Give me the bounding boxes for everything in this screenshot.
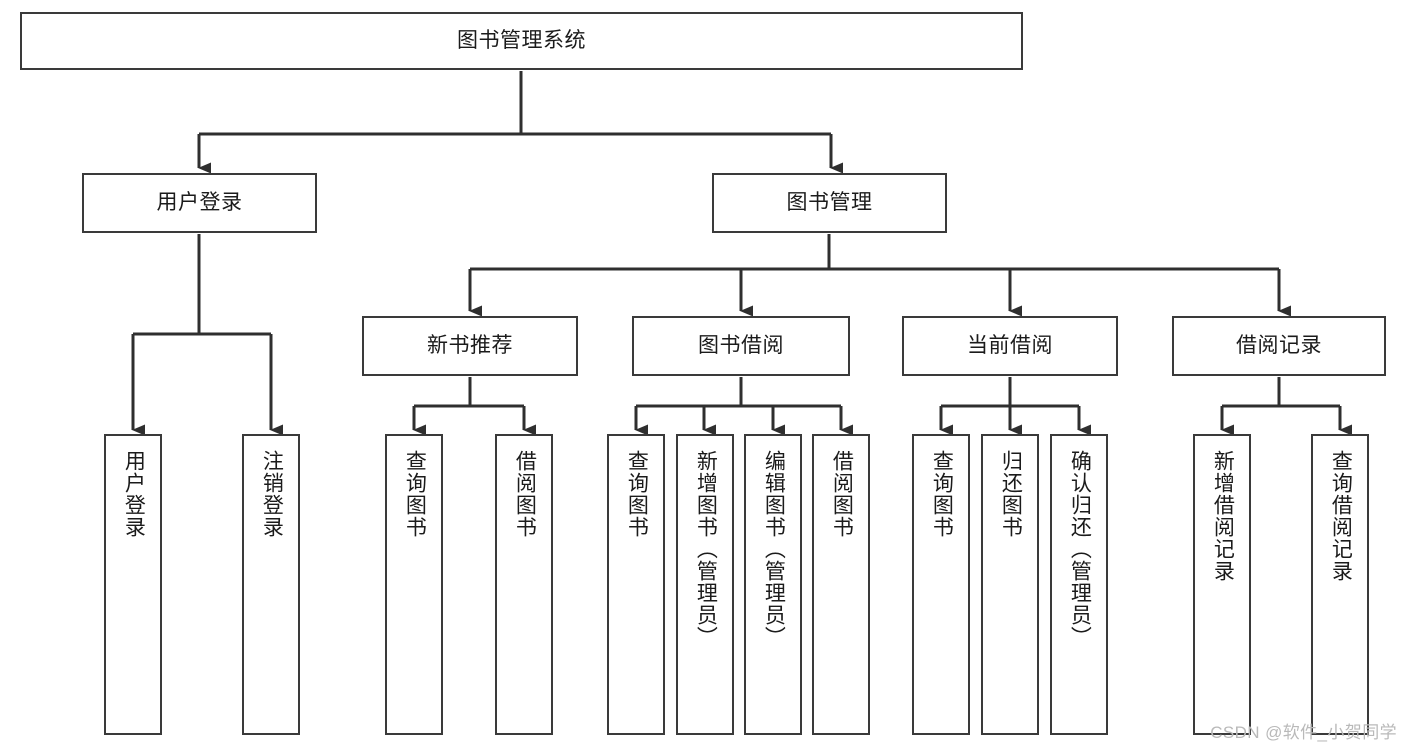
node-label: 用户登录 [122, 450, 146, 538]
node-label: 图书借阅 [698, 333, 784, 357]
csdn-watermark: CSDN @软件_小贺同学 [1210, 723, 1397, 742]
node-label: 借阅图书 [830, 450, 854, 538]
node-label: 借阅图书 [513, 450, 537, 538]
node-label: 查询图书 [625, 450, 649, 538]
node-borrow-record[interactable]: 借阅记录 [1172, 316, 1386, 376]
node-book-management[interactable]: 图书管理 [712, 173, 947, 233]
node-new-book-recommend[interactable]: 新书推荐 [362, 316, 578, 376]
leaf-user-login-logout[interactable]: 注销登录 [242, 434, 300, 735]
node-label: 图书管理系统 [457, 28, 586, 52]
node-user-login[interactable]: 用户登录 [82, 173, 317, 233]
leaf-borrow-edit-book-admin[interactable]: 编辑图书（管理员） [744, 434, 802, 735]
node-label: 图书管理 [786, 190, 873, 214]
node-label: 查询借阅记录 [1329, 450, 1353, 582]
leaf-current-return-book[interactable]: 归还图书 [981, 434, 1039, 735]
node-book-borrow[interactable]: 图书借阅 [632, 316, 850, 376]
node-root-system[interactable]: 图书管理系统 [20, 12, 1023, 70]
node-label: 用户登录 [156, 190, 243, 214]
leaf-current-query-book[interactable]: 查询图书 [912, 434, 970, 735]
leaf-borrow-borrow-book[interactable]: 借阅图书 [812, 434, 870, 735]
node-label: 当前借阅 [967, 333, 1053, 357]
node-label: 编辑图书（管理员） [762, 450, 786, 648]
leaf-borrow-query-book[interactable]: 查询图书 [607, 434, 665, 735]
leaf-record-query-record[interactable]: 查询借阅记录 [1311, 434, 1369, 735]
leaf-recommend-query-book[interactable]: 查询图书 [385, 434, 443, 735]
node-label: 新书推荐 [427, 333, 513, 357]
leaf-record-add-record[interactable]: 新增借阅记录 [1193, 434, 1251, 735]
node-label: 查询图书 [930, 450, 954, 538]
node-label: 注销登录 [260, 450, 284, 538]
leaf-current-confirm-return-admin[interactable]: 确认归还（管理员） [1050, 434, 1108, 735]
node-label: 新增借阅记录 [1211, 450, 1235, 582]
leaf-user-login-login[interactable]: 用户登录 [104, 434, 162, 735]
node-label: 确认归还（管理员） [1068, 450, 1092, 648]
node-current-borrow[interactable]: 当前借阅 [902, 316, 1118, 376]
node-label: 查询图书 [403, 450, 427, 538]
node-label: 借阅记录 [1236, 333, 1322, 357]
leaf-borrow-add-book-admin[interactable]: 新增图书（管理员） [676, 434, 734, 735]
node-label: 新增图书（管理员） [694, 450, 718, 648]
leaf-recommend-borrow-book[interactable]: 借阅图书 [495, 434, 553, 735]
node-label: 归还图书 [999, 450, 1023, 538]
